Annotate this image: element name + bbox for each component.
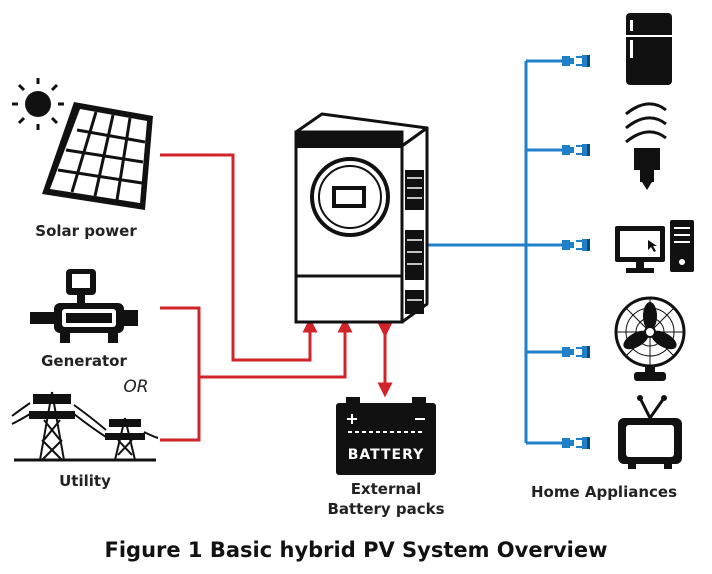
utility-icon [11,391,159,462]
cfl-bulb-icon [625,102,667,190]
home-appliances-label: Home Appliances [531,483,677,501]
utility-label: Utility [59,472,111,490]
generator-icon [30,269,138,343]
refrigerator-icon [626,13,672,85]
solar-wire [160,153,318,362]
ac-input-wiring [160,153,393,442]
inverter-icon [294,112,429,324]
generator-wire [160,306,201,442]
grid-wire [199,317,353,379]
battery-icon: BATTERY [336,397,436,475]
solar-panel-icon [42,102,153,210]
plug-icon [554,344,592,360]
plug-icon [554,237,592,253]
plug-icon [554,53,592,69]
battery-label: BATTERY [348,447,425,463]
plug-icon [554,142,592,158]
or-label: OR [123,377,148,397]
external-battery-label-line2: Battery packs [327,500,444,518]
external-battery-label-line1: External [351,480,422,498]
solar-label: Solar power [35,222,137,240]
plug-icon [554,435,592,451]
sun-icon [12,78,64,130]
fan-icon [614,296,686,381]
generator-label: Generator [41,352,127,370]
figure-caption: Figure 1 Basic hybrid PV System Overview [104,538,608,562]
ac-output-wiring [420,53,592,451]
tv-icon [618,395,682,469]
computer-icon [615,220,694,273]
